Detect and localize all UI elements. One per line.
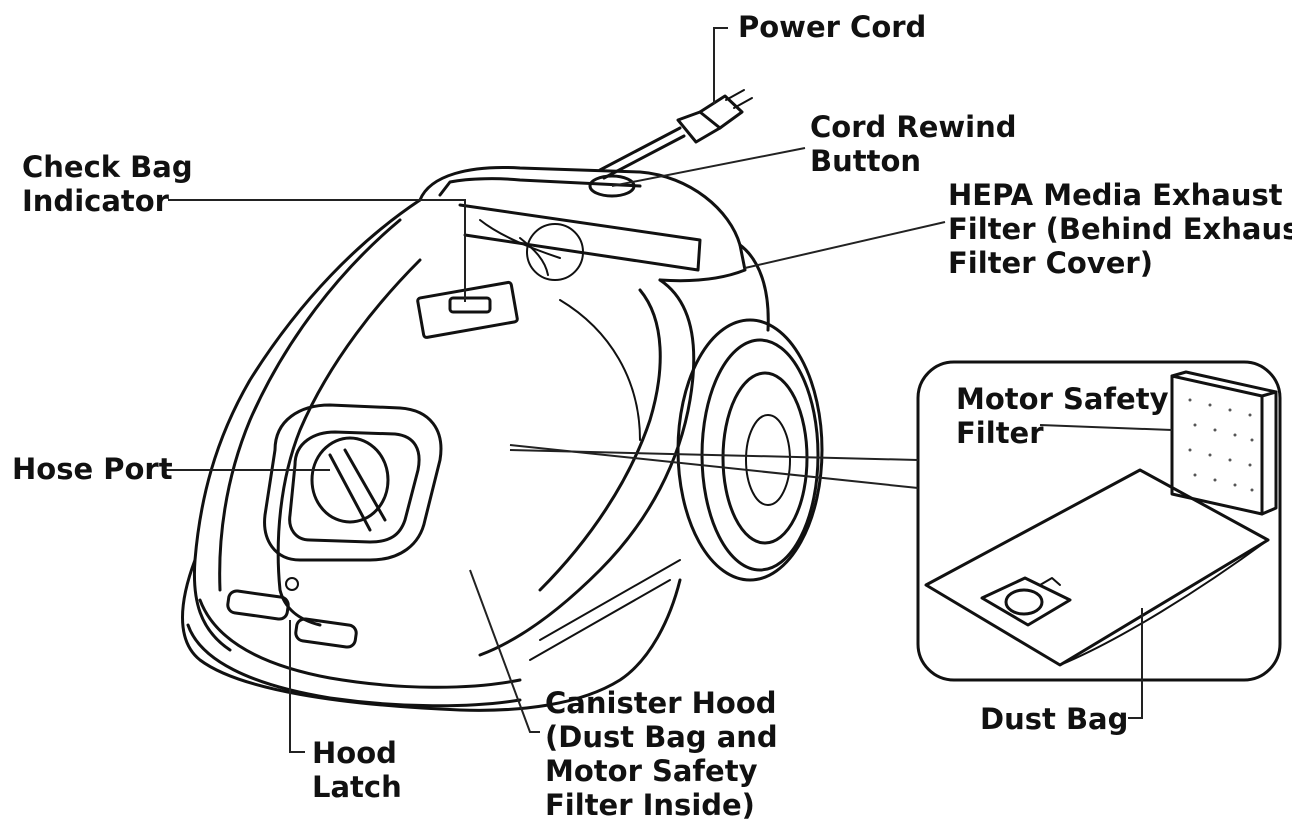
leader-hood-latch <box>289 620 305 753</box>
label-hose-port-text: Hose Port <box>12 452 173 486</box>
label-hood-latch-line2: Latch <box>312 770 402 804</box>
leader-hepa-filter <box>744 221 946 269</box>
rear-wheel <box>676 318 824 582</box>
label-canister-hood: Canister Hood (Dust Bag and Motor Safety… <box>545 686 778 822</box>
label-hose-port: Hose Port <box>12 452 173 486</box>
label-dust-bag-text: Dust Bag <box>980 702 1129 736</box>
label-canister-hood-line1: Canister Hood <box>545 686 777 720</box>
label-hood-latch-line1: Hood <box>312 736 397 770</box>
filter-dots <box>1188 398 1254 492</box>
label-hepa-filter: HEPA Media Exhaust Filter (Behind Exhaus… <box>948 178 1292 280</box>
label-hepa-line1: HEPA Media Exhaust <box>948 178 1283 212</box>
label-cord-rewind-line1: Cord Rewind <box>810 110 1017 144</box>
label-motor-safety-filter: Motor Safety Filter <box>956 382 1168 450</box>
leader-check-bag <box>168 199 466 302</box>
leader-canister-hood <box>469 569 540 733</box>
leader-lines <box>165 147 946 753</box>
label-check-bag-line1: Check Bag <box>22 150 193 184</box>
label-motor-safety-line1: Motor Safety <box>956 382 1169 416</box>
power-cord-plug <box>598 27 753 180</box>
motor-safety-filter-illustration <box>1039 370 1278 516</box>
dust-bag-illustration <box>924 468 1270 719</box>
label-cord-rewind-line2: Button <box>810 144 922 178</box>
label-hood-latch: Hood Latch <box>312 736 402 804</box>
label-check-bag-indicator: Check Bag Indicator <box>22 150 193 218</box>
leader-cord-rewind <box>611 147 806 187</box>
label-dust-bag: Dust Bag <box>980 702 1128 736</box>
label-check-bag-line2: Indicator <box>22 184 169 218</box>
label-power-cord: Power Cord <box>738 10 926 44</box>
hose-port <box>263 403 443 562</box>
callout-box <box>509 360 1282 682</box>
label-hepa-line2: Filter (Behind Exhaust <box>948 212 1292 246</box>
label-hepa-line3: Filter Cover) <box>948 246 1153 280</box>
handle-top <box>416 166 747 339</box>
label-power-cord-text: Power Cord <box>738 10 927 44</box>
label-canister-hood-line3: Motor Safety <box>545 754 758 788</box>
label-canister-hood-line2: (Dust Bag and <box>545 720 778 754</box>
label-motor-safety-line2: Filter <box>956 416 1044 450</box>
label-cord-rewind-button: Cord Rewind Button <box>810 110 1017 178</box>
canister-body <box>181 198 770 712</box>
label-canister-hood-line4: Filter Inside) <box>545 788 755 822</box>
